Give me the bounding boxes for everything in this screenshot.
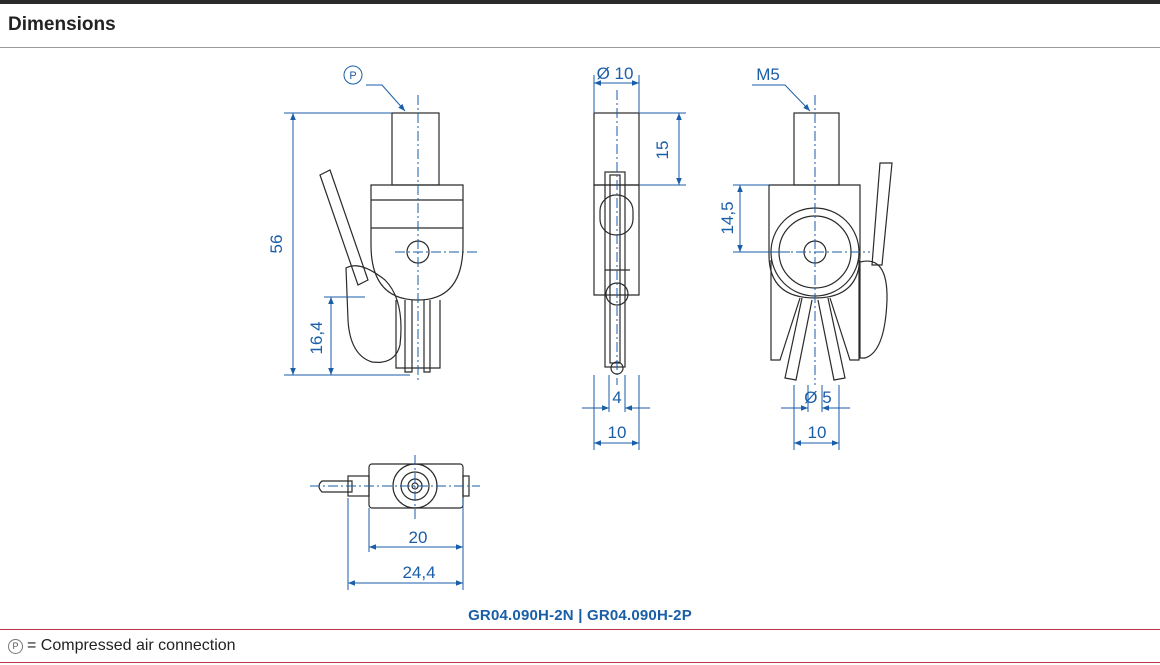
dimension-20 bbox=[368, 498, 464, 590]
dimension-15 bbox=[639, 112, 686, 186]
dim-14-5-label: 14,5 bbox=[718, 201, 737, 234]
dim-16-4-label: 16,4 bbox=[307, 321, 326, 354]
front-centerlines bbox=[395, 95, 480, 382]
bottom-divider bbox=[0, 662, 1160, 663]
model-caption: GR04.090H-2N | GR04.090H-2P bbox=[468, 607, 692, 624]
title-divider bbox=[0, 47, 1160, 48]
dimension-16-4 bbox=[324, 296, 365, 375]
dimension-10-side bbox=[593, 375, 640, 450]
dim-10-back-label: 10 bbox=[808, 423, 827, 442]
port-marker-front: P bbox=[343, 65, 406, 112]
port-symbol-icon: P bbox=[8, 638, 23, 654]
dimension-d10 bbox=[593, 75, 640, 113]
top-bar bbox=[0, 0, 1160, 4]
top-centerlines bbox=[310, 455, 480, 520]
dimension-m5 bbox=[752, 84, 811, 112]
dimension-10-back bbox=[793, 385, 840, 450]
back-view bbox=[768, 112, 893, 381]
dim-24-4-label: 24,4 bbox=[402, 563, 435, 582]
section-title: Dimensions bbox=[8, 14, 116, 35]
dim-m5-label: M5 bbox=[756, 65, 780, 84]
dim-d10-label: Ø 10 bbox=[597, 64, 634, 83]
dim-15-label: 15 bbox=[653, 141, 672, 160]
svg-text:P: P bbox=[349, 70, 356, 82]
dim-4-label: 4 bbox=[612, 388, 621, 407]
dim-d5-label: Ø 5 bbox=[804, 388, 831, 407]
technical-drawing: P 56 16,4 Ø 10 15 bbox=[267, 64, 893, 590]
back-centerlines bbox=[760, 95, 870, 385]
dim-10-side-label: 10 bbox=[608, 423, 627, 442]
front-view bbox=[319, 112, 464, 373]
dimension-56 bbox=[284, 112, 410, 376]
dim-20-label: 20 bbox=[409, 528, 428, 547]
dimension-4 bbox=[582, 375, 650, 412]
legend-text: = Compressed air connection bbox=[27, 637, 236, 654]
caption-divider bbox=[0, 629, 1160, 630]
dimension-14-5 bbox=[733, 184, 790, 253]
dim-56-label: 56 bbox=[267, 235, 286, 254]
legend: P = Compressed air connection bbox=[8, 637, 236, 655]
dimension-24-4 bbox=[347, 498, 463, 590]
